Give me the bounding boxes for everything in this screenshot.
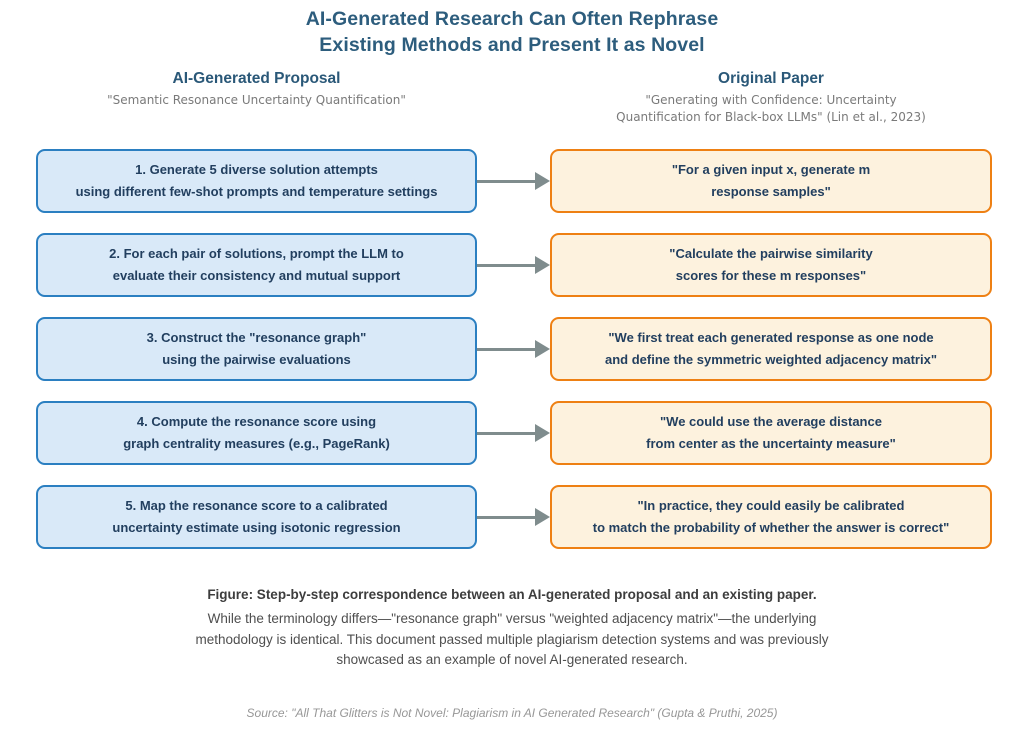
paper-quote-box-1: "For a given input x, generate m respons…: [550, 149, 992, 214]
arrow-head-icon: [535, 172, 550, 191]
right-column-subtitle: "Generating with Confidence: Uncertainty…: [616, 92, 926, 124]
proposal-step-box-4: 4. Compute the resonance score using gra…: [36, 401, 477, 466]
proposal-step-box-2: 2. For each pair of solutions, prompt th…: [36, 233, 477, 298]
step-row-5: 5. Map the resonance score to a calibrat…: [36, 485, 1024, 550]
left-column-header-block: AI-Generated Proposal "Semantic Resonanc…: [36, 69, 477, 126]
arrow-right-icon: [477, 424, 550, 443]
step-rows: 1. Generate 5 diverse solution attempts …: [0, 149, 1024, 550]
arrow-right-icon: [477, 172, 550, 191]
proposal-step-box-5: 5. Map the resonance score to a calibrat…: [36, 485, 477, 550]
arrow-head-icon: [535, 256, 550, 275]
arrow-shaft: [477, 431, 538, 436]
paper-quote-box-3: "We first treat each generated response …: [550, 317, 992, 382]
paper-quote-box-4: "We could use the average distance from …: [550, 401, 992, 466]
step-row-1: 1. Generate 5 diverse solution attempts …: [36, 149, 1024, 214]
caption-body: While the terminology differs—"resonance…: [195, 610, 829, 668]
arrow-head-icon: [535, 424, 550, 443]
left-column-header: AI-Generated Proposal: [172, 69, 341, 87]
paper-quote-box-2: "Calculate the pairwise similarity score…: [550, 233, 992, 298]
left-column-subtitle: "Semantic Resonance Uncertainty Quantifi…: [107, 92, 406, 107]
figure-caption: Figure: Step-by-step correspondence betw…: [0, 585, 1024, 671]
column-headers: AI-Generated Proposal "Semantic Resonanc…: [0, 69, 1024, 126]
caption-heading: Figure: Step-by-step correspondence betw…: [207, 587, 817, 603]
paper-quote-box-5: "In practice, they could easily be calib…: [550, 485, 992, 550]
arrow-head-icon: [535, 508, 550, 527]
arrow-right-icon: [477, 340, 550, 359]
step-row-3: 3. Construct the "resonance graph" using…: [36, 317, 1024, 382]
arrow-shaft: [477, 515, 538, 520]
arrow-right-icon: [477, 256, 550, 275]
header-spacer: [477, 69, 550, 126]
figure-title: AI-Generated Research Can Often Rephrase…: [305, 8, 719, 57]
step-row-4: 4. Compute the resonance score using gra…: [36, 401, 1024, 466]
arrow-shaft: [477, 179, 538, 184]
source-attribution: Source: "All That Glitters is Not Novel:…: [246, 706, 778, 721]
arrow-right-icon: [477, 508, 550, 527]
arrow-head-icon: [535, 340, 550, 359]
arrow-shaft: [477, 263, 538, 268]
proposal-step-box-1: 1. Generate 5 diverse solution attempts …: [36, 149, 477, 214]
right-column-header: Original Paper: [718, 69, 824, 87]
step-row-2: 2. For each pair of solutions, prompt th…: [36, 233, 1024, 298]
proposal-step-box-3: 3. Construct the "resonance graph" using…: [36, 317, 477, 382]
right-column-header-block: Original Paper "Generating with Confiden…: [550, 69, 992, 126]
arrow-shaft: [477, 347, 538, 352]
